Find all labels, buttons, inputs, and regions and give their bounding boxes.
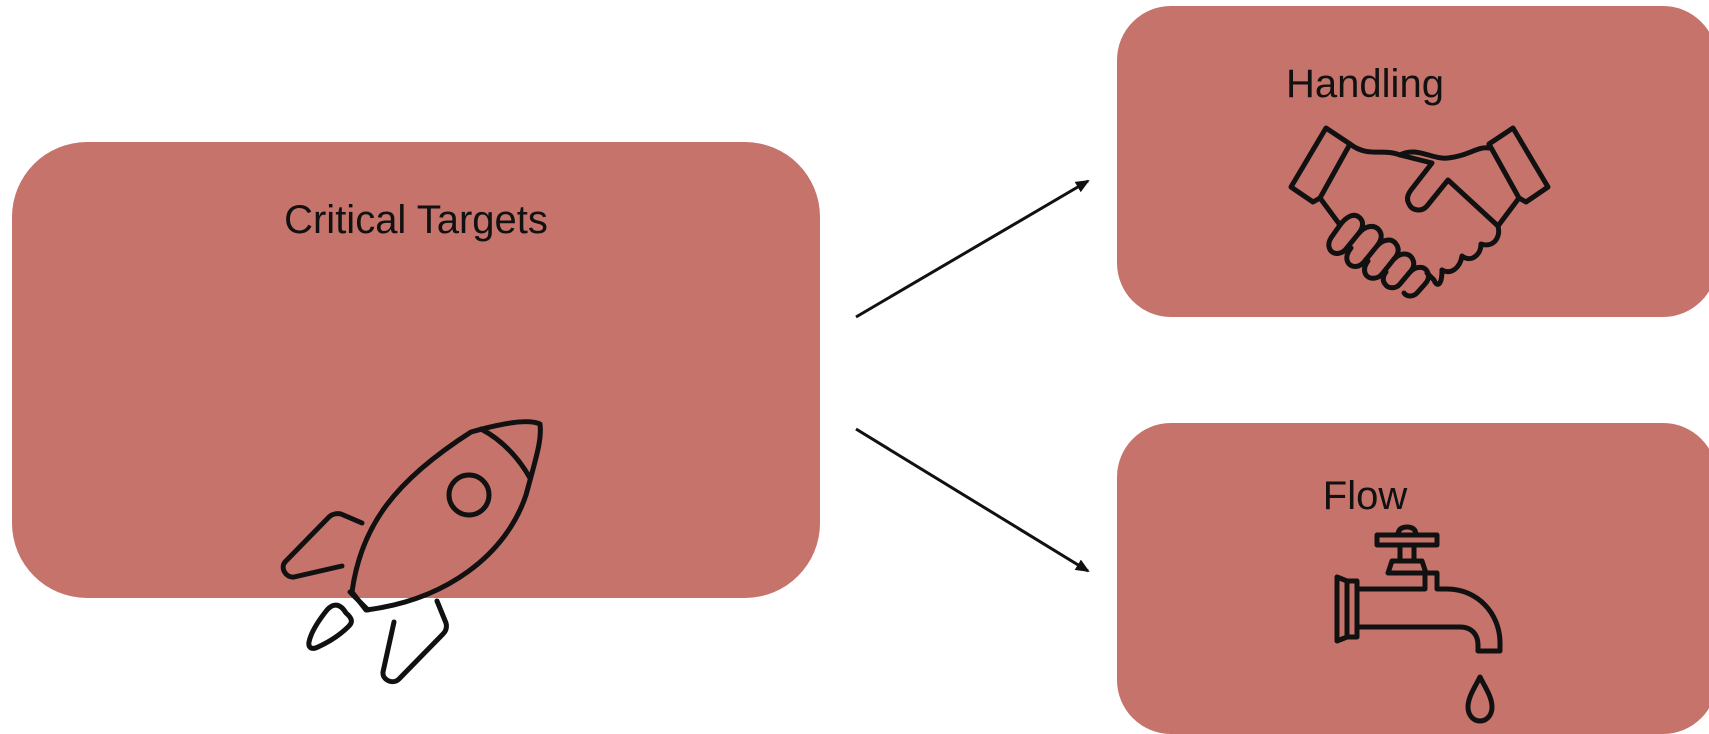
critical-targets-box: Critical Targets bbox=[12, 142, 820, 685]
critical-targets-title: Critical Targets bbox=[284, 198, 548, 242]
rocket-icon bbox=[266, 410, 556, 700]
arrow-to-flow bbox=[855, 427, 1090, 573]
flow-box: Flow bbox=[1117, 423, 1709, 734]
flow-title: Flow bbox=[1322, 474, 1408, 518]
handling-title: Handling bbox=[1286, 62, 1444, 106]
faucet-icon bbox=[1332, 524, 1522, 727]
handling-box: Handling bbox=[1117, 6, 1709, 317]
handshake-icon bbox=[1288, 118, 1558, 308]
arrow-to-handling bbox=[855, 179, 1090, 319]
